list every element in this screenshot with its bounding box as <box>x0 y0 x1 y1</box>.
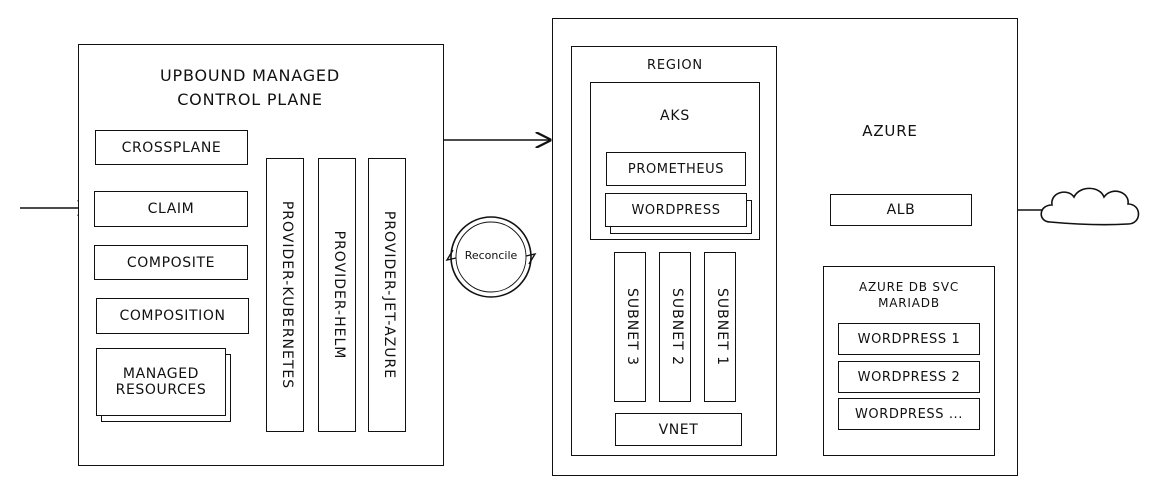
provider-kubernetes-label: PROVIDER-KUBERNETES <box>279 200 295 390</box>
crossplane-box[interactable]: CROSSPLANE <box>95 130 248 165</box>
control-plane-title-line2: CONTROL PLANE <box>177 90 323 109</box>
subnet-3-box[interactable] <box>614 252 646 402</box>
aks-label: AKS <box>659 108 691 124</box>
managed-resources-line1: MANAGED <box>122 366 200 382</box>
claim-box[interactable]: CLAIM <box>94 191 248 227</box>
subnet-2-label: SUBNET 2 <box>669 288 685 366</box>
db-wordpress-2[interactable]: WORDPRESS 2 <box>838 361 980 393</box>
subnet-1-box[interactable] <box>704 252 736 402</box>
alb-box[interactable]: ALB <box>830 194 972 226</box>
prometheus-box[interactable]: PROMETHEUS <box>606 152 746 186</box>
vnet-box[interactable]: VNET <box>615 413 742 446</box>
subnet-3-label: SUBNET 3 <box>624 288 640 366</box>
composition-box[interactable]: COMPOSITION <box>96 298 249 334</box>
provider-kubernetes-box[interactable] <box>266 158 304 432</box>
composite-box[interactable]: COMPOSITE <box>94 245 248 280</box>
wordpress-box[interactable]: WORDPRESS <box>605 193 747 227</box>
region-label: REGION <box>647 58 703 73</box>
provider-jet-azure-label: PROVIDER-JET-AZURE <box>381 210 397 380</box>
db-wordpress-1[interactable]: WORDPRESS 1 <box>838 323 980 355</box>
subnet-2-box[interactable] <box>659 252 691 402</box>
reconcile-label: Reconcile <box>464 249 518 262</box>
managed-resources-box[interactable]: MANAGED RESOURCES <box>96 348 226 416</box>
internet-cloud-icon <box>1040 187 1140 226</box>
azure-db-title-line2: MARIADB <box>878 296 940 310</box>
managed-resources-line2: RESOURCES <box>115 382 207 398</box>
control-plane-title-line1: UPBOUND MANAGED <box>160 66 340 85</box>
db-wordpress-more[interactable]: WORDPRESS ... <box>838 398 980 430</box>
subnet-1-label: SUBNET 1 <box>714 288 730 366</box>
provider-helm-label: PROVIDER-HELM <box>331 230 347 360</box>
azure-label: AZURE <box>862 122 918 140</box>
provider-jet-azure-box[interactable] <box>368 158 406 432</box>
azure-db-title-line1: AZURE DB SVC <box>858 280 960 294</box>
provider-helm-box[interactable] <box>318 158 356 432</box>
